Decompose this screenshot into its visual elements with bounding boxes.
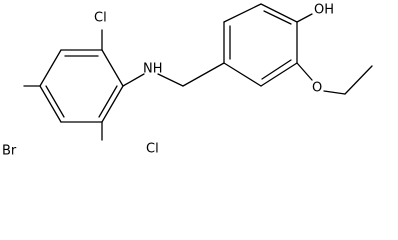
bond-to-oh: [296, 13, 313, 23]
bond: [101, 85, 124, 123]
oh-label: OH: [314, 3, 334, 18]
bond-lines: [23, 3, 373, 141]
double-bond-inner: [45, 85, 65, 118]
bond: [223, 3, 262, 23]
double-bond-inner: [263, 10, 292, 25]
bond: [260, 3, 298, 23]
structure-svg: Cl Cl Br NH OH O: [2, 3, 373, 157]
bond-o-ch2: [323, 90, 346, 95]
bond: [39, 85, 62, 123]
bond-nh-ch2: [157, 73, 184, 87]
molecule-diagram: Cl Cl Br NH OH O: [2, 2, 373, 157]
br-label: Br: [2, 144, 17, 157]
ether-o-label: O: [312, 81, 322, 96]
nh-label: NH: [143, 62, 163, 77]
bond: [39, 49, 62, 87]
double-bond-inner: [98, 85, 118, 118]
bond: [223, 62, 262, 87]
bond-ch2-ch3: [344, 65, 373, 95]
double-bond-inner: [261, 59, 292, 80]
bond: [260, 62, 298, 87]
bond-ch2-ring: [182, 62, 225, 87]
bond-to-ether-o: [296, 62, 313, 81]
bond-to-nh: [122, 73, 145, 87]
cl-bottom-label: Cl: [146, 142, 159, 157]
atom-labels: Cl Cl Br NH OH O: [2, 3, 334, 157]
bond: [101, 49, 124, 87]
cl-top-label: Cl: [94, 11, 107, 26]
